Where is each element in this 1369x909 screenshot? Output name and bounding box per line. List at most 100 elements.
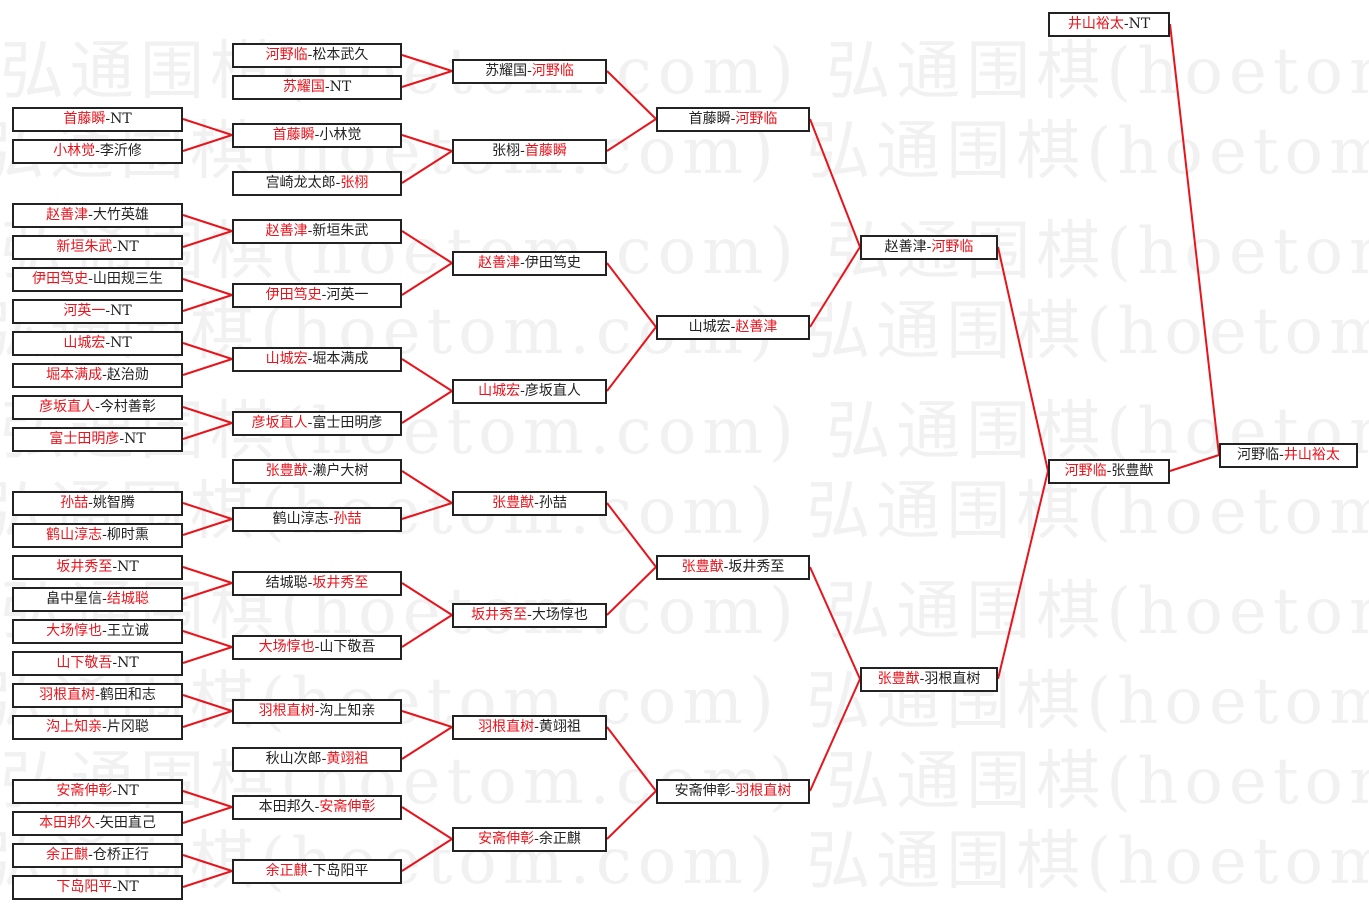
bracket-connector	[182, 134, 233, 152]
bracket-connector	[182, 118, 233, 136]
bracket-connector	[401, 54, 453, 72]
separator: -	[88, 271, 93, 287]
match-box: 河野临-张豊猷	[1048, 459, 1170, 484]
player-a: 新垣朱武	[56, 239, 113, 255]
match-box: 张豊猷-孙喆	[452, 491, 607, 516]
match-box: 安斋伸彰-NT	[12, 779, 183, 804]
player-a: 河野临	[1064, 463, 1107, 479]
player-b: 小林觉	[319, 127, 362, 143]
bracket-connector	[809, 118, 861, 248]
player-a: 沟上知亲	[46, 719, 103, 735]
player-a: 小林觉	[53, 143, 96, 159]
player-b: 沟上知亲	[319, 703, 376, 719]
separator: -	[314, 127, 320, 143]
match-box: 宫崎龙太郎-张栩	[232, 171, 402, 196]
bracket-connector	[182, 870, 233, 888]
separator: -	[321, 751, 327, 767]
match-box: 小林觉-李沂修	[12, 139, 183, 164]
player-b: 今村善彰	[99, 399, 156, 415]
separator: -	[112, 655, 118, 671]
separator: -	[307, 863, 313, 879]
player-a: 赵善津	[265, 223, 308, 239]
separator: -	[112, 879, 118, 895]
separator: -	[328, 511, 334, 527]
player-a: 结城聪	[265, 575, 308, 591]
separator: -	[926, 239, 932, 255]
separator: -	[534, 719, 539, 735]
separator: -	[534, 831, 539, 847]
match-box: 张豊猷-坂井秀至	[656, 555, 810, 580]
separator: -	[307, 415, 313, 431]
player-b: 羽根直树	[735, 783, 792, 799]
player-b: 濑户大树	[312, 463, 369, 479]
bracket-connector	[182, 710, 233, 728]
match-box: 伊田笃史-河英一	[232, 283, 402, 308]
match-box: 张栩-首藤瞬	[452, 139, 607, 164]
separator: -	[112, 783, 118, 799]
match-box: 本田邦久-安斋伸彰	[232, 795, 402, 820]
match-box: 河英一-NT	[12, 299, 183, 324]
player-a: 羽根直树	[478, 719, 535, 735]
separator: -	[730, 319, 736, 335]
match-box: 伊田笃史-山田规三生	[12, 267, 183, 292]
bracket-connector	[997, 246, 1049, 472]
match-box: 首藤瞬-小林觉	[232, 123, 402, 148]
player-a: 富士田明彦	[49, 431, 120, 447]
bracket-connector	[401, 358, 453, 392]
player-b: 河野临	[735, 111, 778, 127]
match-box: 秋山次郎-黄翊祖	[232, 747, 402, 772]
player-b: 山田规三生	[92, 271, 163, 287]
player-a: 彦坂直人	[39, 399, 96, 415]
separator: -	[527, 607, 532, 623]
separator: -	[314, 639, 320, 655]
player-b: 大竹英雄	[92, 207, 149, 223]
player-a: 首藤瞬	[688, 111, 731, 127]
bracket-connector	[182, 214, 233, 232]
match-box: 山城宏-堀本满成	[232, 347, 402, 372]
match-box: 赵善津-伊田笃史	[452, 251, 607, 276]
bracket-connector	[401, 806, 453, 840]
player-a: 秋山次郎	[265, 751, 322, 767]
player-b: 姚智腾	[92, 495, 135, 511]
player-b: NT	[117, 783, 139, 799]
player-a: 张豊猷	[681, 559, 724, 575]
bracket-connector	[1169, 23, 1220, 456]
bracket-connector	[401, 262, 453, 296]
bracket-connector	[182, 582, 233, 600]
player-a: 山城宏	[688, 319, 731, 335]
match-box: 羽根直树-鹤田和志	[12, 683, 183, 708]
bracket-connector	[606, 262, 657, 328]
player-a: 张豊猷	[492, 495, 535, 511]
separator: -	[307, 463, 313, 479]
match-box: 新垣朱武-NT	[12, 235, 183, 260]
player-b: NT	[117, 239, 139, 255]
bracket-connector	[182, 566, 233, 584]
player-a: 赵善津	[478, 255, 521, 271]
match-box: 赵善津-大竹英雄	[12, 203, 183, 228]
match-box: 下岛阳平-NT	[12, 875, 183, 900]
player-a: 苏耀国	[282, 79, 325, 95]
player-a: 堀本满成	[46, 367, 103, 383]
separator: -	[95, 815, 100, 831]
bracket-connector	[401, 390, 453, 424]
player-b: NT	[110, 303, 132, 319]
match-box: 本田邦久-矢田直己	[12, 811, 183, 836]
player-a: 赵善津	[884, 239, 927, 255]
separator: -	[307, 223, 313, 239]
match-box: 苏耀国-NT	[232, 75, 402, 100]
separator: -	[314, 703, 320, 719]
player-b: 黄翊祖	[326, 751, 369, 767]
player-a: 井山裕太	[1067, 16, 1124, 32]
player-a: 大场惇也	[258, 639, 315, 655]
separator: -	[95, 143, 100, 159]
watermark: 弘通围棋(hoetom.com) 弘通围棋(hoetom.com) 弘	[0, 665, 1369, 739]
separator: -	[723, 559, 729, 575]
player-a: 张豊猷	[877, 671, 920, 687]
bracket-connector	[809, 566, 861, 680]
player-b: 彦坂直人	[524, 383, 581, 399]
player-b: 坂井秀至	[312, 575, 369, 591]
player-b: 富士田明彦	[312, 415, 383, 431]
player-b: 赵治勋	[106, 367, 149, 383]
watermark: 弘通围棋(hoetom.com) 弘通围棋(hoetom.com) 弘	[0, 395, 1369, 469]
